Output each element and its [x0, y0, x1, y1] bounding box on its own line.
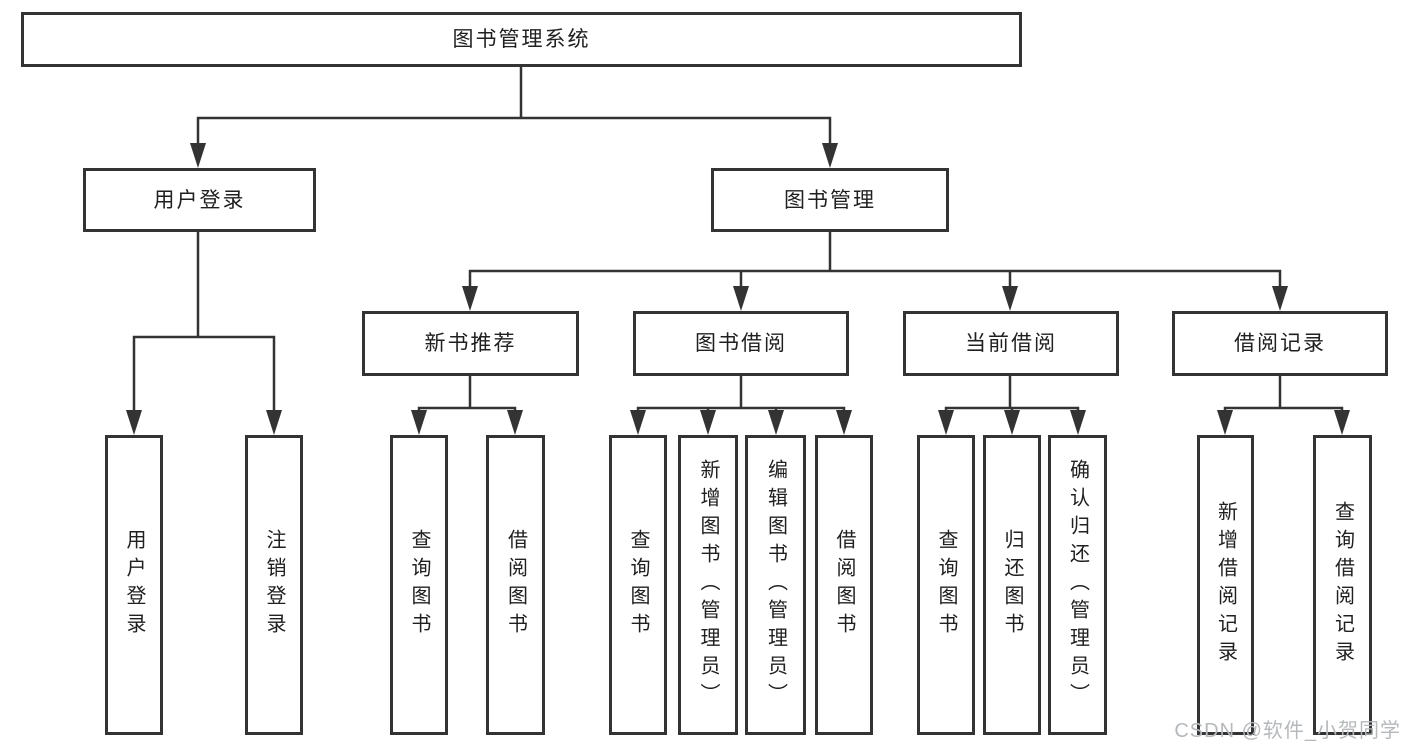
- leaf-borrow-books: 借阅图书: [815, 435, 873, 735]
- arrowhead: [938, 410, 954, 435]
- leaf-logout-login: 注销登录: [245, 435, 303, 735]
- arrowhead: [462, 286, 478, 311]
- arrowhead: [1002, 286, 1018, 311]
- arrowhead: [266, 410, 282, 435]
- node-book-borrowing: 图书借阅: [633, 311, 849, 376]
- node-library-system: 图书管理系统: [21, 12, 1022, 67]
- node-new-book-recommend: 新书推荐: [362, 311, 579, 376]
- leaf-query-books-borrow: 查询图书: [609, 435, 667, 735]
- leaf-borrow-books-recommend: 借阅图书: [486, 435, 545, 735]
- arrowhead: [630, 410, 646, 435]
- arrowhead: [1070, 410, 1086, 435]
- arrowhead: [1217, 410, 1233, 435]
- arrowhead: [1272, 286, 1288, 311]
- leaf-query-borrow-record: 查询借阅记录: [1313, 435, 1372, 735]
- arrowhead: [1334, 410, 1350, 435]
- arrowhead: [768, 410, 784, 435]
- arrowhead: [411, 410, 427, 435]
- arrowhead: [190, 143, 206, 168]
- leaf-confirm-return-admin: 确认归还（管理员）: [1048, 435, 1107, 735]
- node-user-login-branch: 用户登录: [83, 168, 316, 232]
- arrowhead: [822, 143, 838, 168]
- leaf-query-books-current: 查询图书: [917, 435, 975, 735]
- node-book-management: 图书管理: [711, 168, 949, 232]
- leaf-return-books: 归还图书: [983, 435, 1041, 735]
- node-borrowing-records: 借阅记录: [1172, 311, 1388, 376]
- leaf-query-books-recommend: 查询图书: [390, 435, 448, 735]
- watermark: CSDN @软件_小贺同学: [1174, 720, 1401, 742]
- leaf-edit-books-admin: 编辑图书（管理员）: [745, 435, 806, 735]
- leaf-user-login: 用户登录: [105, 435, 163, 735]
- arrowhead: [836, 410, 852, 435]
- arrowhead: [700, 410, 716, 435]
- arrowhead: [507, 410, 523, 435]
- leaf-add-books-admin: 新增图书（管理员）: [678, 435, 738, 735]
- arrowhead: [733, 286, 749, 311]
- arrowhead: [126, 410, 142, 435]
- arrowhead: [1004, 410, 1020, 435]
- node-current-borrowing: 当前借阅: [903, 311, 1119, 376]
- leaf-add-borrow-record: 新增借阅记录: [1197, 435, 1254, 735]
